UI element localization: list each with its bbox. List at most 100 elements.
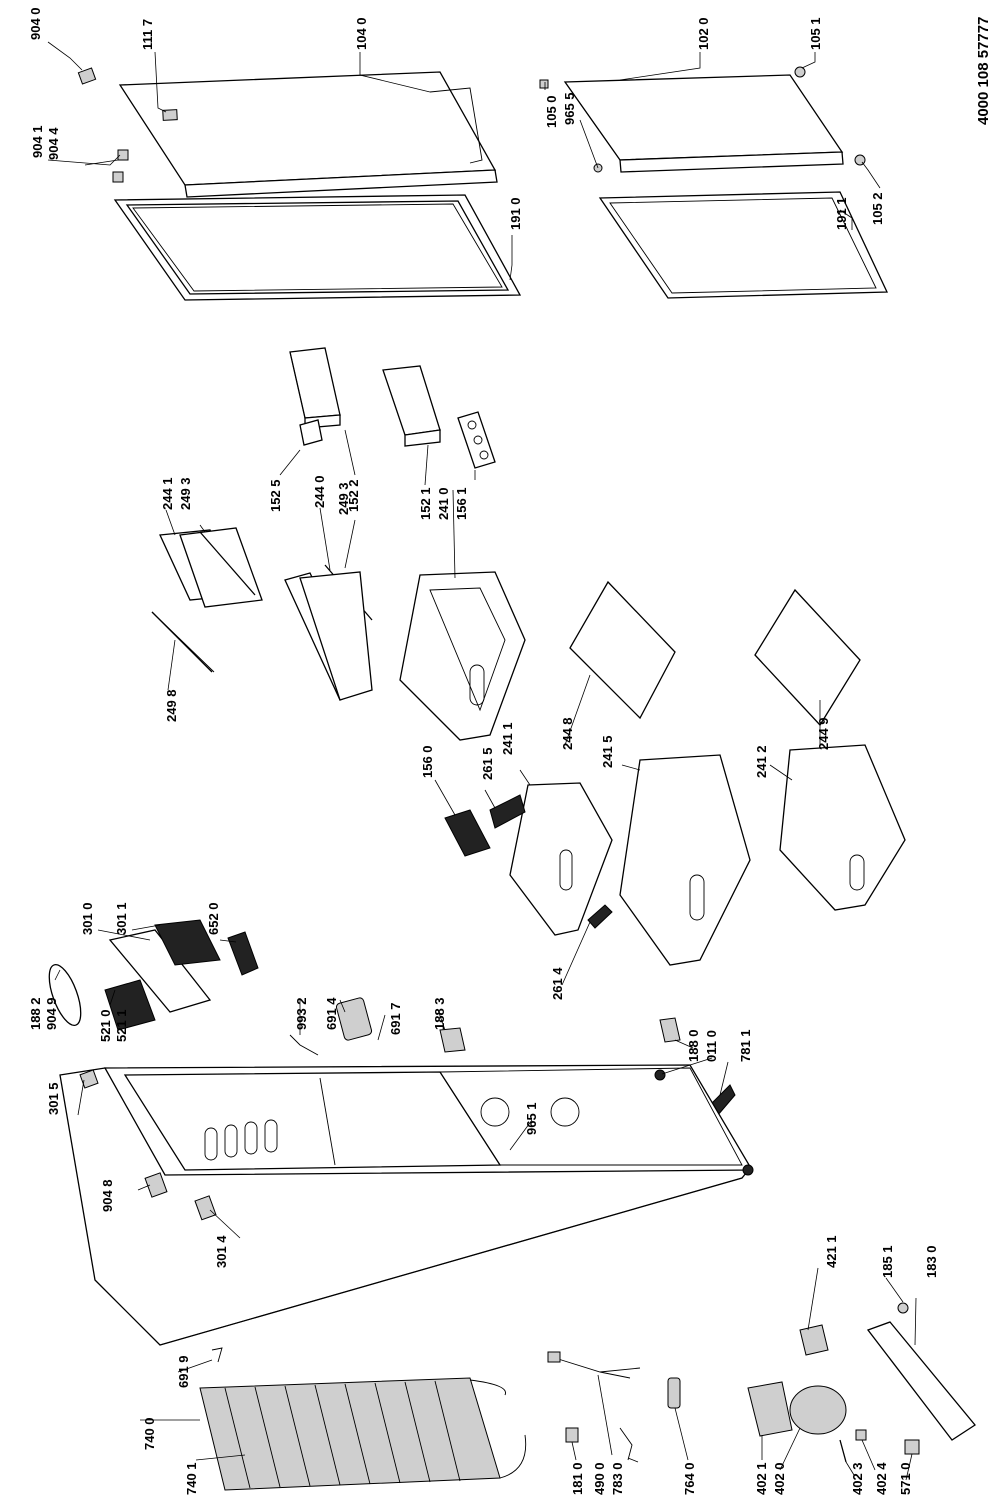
label-188-3: 188 3 <box>432 997 447 1030</box>
freezer-door-102-0 <box>563 74 844 173</box>
label-402-3: 402 3 <box>850 1462 865 1495</box>
label-301-4: 301 4 <box>214 1235 229 1268</box>
label-740-1: 740 1 <box>184 1462 199 1495</box>
label-181-0: 181 0 <box>570 1462 585 1495</box>
label-152-1: 152 1 <box>418 487 433 520</box>
part-764-0 <box>667 1377 681 1409</box>
glass-cover-244-8 <box>569 580 676 720</box>
crisper-241-1 <box>509 782 613 936</box>
balcony-divider-152-5 <box>299 419 323 446</box>
part-421-1 <box>799 1324 829 1356</box>
label-241-1: 241 1 <box>500 722 515 755</box>
label-152-2: 152 2 <box>346 479 361 512</box>
label-156-1: 156 1 <box>454 487 469 520</box>
door-balcony-152-1 <box>382 365 441 447</box>
label-241-0: 241 0 <box>436 487 451 520</box>
glass-shelf-244-0 <box>284 571 373 701</box>
label-904-9: 904 9 <box>44 997 59 1030</box>
label-904-4: 904 4 <box>46 127 61 160</box>
label-011-0: 011 0 <box>704 1030 719 1062</box>
label-904-0: 904 0 <box>28 7 43 40</box>
label-904-1: 904 1 <box>30 125 45 158</box>
label-521-1: 521 1 <box>114 1009 129 1042</box>
label-152-5: 152 5 <box>268 479 283 512</box>
label-965-5: 965 5 <box>562 92 577 125</box>
label-490-0: 490 0 <box>592 1462 607 1495</box>
bracket-188-0 <box>659 1017 681 1043</box>
label-261-5: 261 5 <box>480 747 495 780</box>
ice-tray-156-0 <box>444 809 491 857</box>
label-301-5: 301 5 <box>46 1082 61 1115</box>
bracket-183-0 <box>866 1321 976 1441</box>
label-402-0: 402 0 <box>772 1462 787 1495</box>
label-740-0: 740 0 <box>142 1417 157 1450</box>
label-691-7: 691 7 <box>388 1002 403 1035</box>
label-402-1: 402 1 <box>754 1462 769 1495</box>
cabinet-shelf-ribs <box>204 1119 278 1161</box>
fan-691-4 <box>335 997 373 1041</box>
leader-lines <box>47 41 917 1481</box>
fridge-door-104-0 <box>118 71 498 198</box>
part-402-3 <box>839 1439 847 1463</box>
label-249-3-lower: 249 3 <box>336 482 351 515</box>
crisper-241-5 <box>619 754 751 966</box>
part-691-9 <box>211 1347 223 1363</box>
power-cord-490-0 <box>547 1351 641 1379</box>
part-labels: 904 0 111 7 104 0 102 0 105 1 904 1 904 … <box>28 7 992 1495</box>
label-102-0: 102 0 <box>696 17 711 50</box>
bracket-188-3 <box>439 1027 466 1053</box>
label-244-0: 244 0 <box>312 475 327 508</box>
part-402-4 <box>855 1429 867 1441</box>
label-244-1: 244 1 <box>160 477 175 510</box>
relay-402-1 <box>747 1381 793 1437</box>
part-181-0 <box>565 1427 579 1443</box>
pcb-521-0 <box>104 979 156 1031</box>
door-balcony-152-2 <box>289 347 341 429</box>
label-188-0: 188 0 <box>686 1029 701 1062</box>
label-241-2: 241 2 <box>754 745 769 778</box>
label-241-5: 241 5 <box>600 735 615 768</box>
label-781-1: 781 1 <box>738 1029 753 1062</box>
egg-tray-156-1 <box>457 411 496 469</box>
label-105-1: 105 1 <box>808 17 823 50</box>
label-185-1: 185 1 <box>880 1245 895 1278</box>
label-111-7: 111 7 <box>140 19 155 50</box>
label-156-0: 156 0 <box>420 745 435 778</box>
freezer-gasket-191-1 <box>598 191 889 299</box>
label-188-2: 188 2 <box>28 997 43 1030</box>
door-gasket-191-0 <box>113 194 522 301</box>
control-panel-301-0 <box>108 919 221 1013</box>
label-244-8: 244 8 <box>560 717 575 750</box>
label-421-1: 421 1 <box>824 1235 839 1268</box>
part-571-0 <box>904 1439 920 1455</box>
label-965-1: 965 1 <box>524 1102 539 1135</box>
part-185-1 <box>897 1302 909 1314</box>
label-191-0: 191 0 <box>508 197 523 230</box>
compressor-402-0 <box>789 1385 847 1435</box>
label-691-9: 691 9 <box>176 1355 191 1388</box>
label-301-1: 301 1 <box>114 902 129 935</box>
label-521-0: 521 0 <box>98 1009 113 1042</box>
part-301-5 <box>79 1069 99 1089</box>
label-652-0: 652 0 <box>206 902 221 935</box>
part-904-8 <box>144 1172 168 1198</box>
wire-993-2 <box>289 1034 319 1056</box>
label-764-0: 764 0 <box>682 1462 697 1495</box>
rail-261-5 <box>489 794 526 829</box>
condenser-740-0 <box>199 1377 527 1491</box>
label-191-1: 191 1 <box>834 197 849 230</box>
glass-cover-244-9 <box>754 588 861 727</box>
label-249-8: 249 8 <box>164 689 179 722</box>
part-783-0 <box>619 1427 633 1461</box>
knob-652-0 <box>227 931 259 976</box>
label-244-9: 244 9 <box>816 717 831 750</box>
label-105-0: 105 0 <box>544 95 559 128</box>
light-cover-188-2 <box>48 964 82 1026</box>
cabinet <box>59 1064 754 1346</box>
label-261-4: 261 4 <box>550 967 565 1000</box>
label-301-0: 301 0 <box>80 902 95 935</box>
document-number: 4000 108 57777 <box>975 17 992 125</box>
feet <box>654 1069 754 1176</box>
label-993-2: 993 2 <box>294 997 309 1030</box>
rail-261-4 <box>587 904 613 929</box>
